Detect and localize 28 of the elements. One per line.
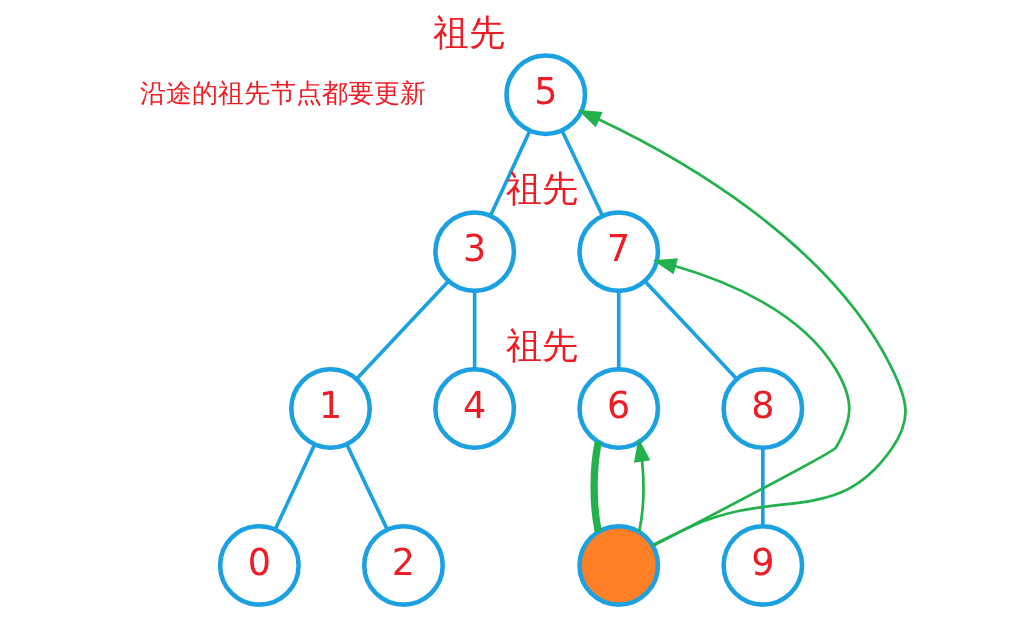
label: 沿途的祖先节点都要更新 — [140, 77, 427, 108]
node-circle: 1 — [289, 367, 372, 450]
arrow — [577, 109, 907, 547]
node-label: 祖先 — [506, 324, 579, 368]
connector — [488, 130, 532, 217]
node-label: 祖先 — [506, 167, 579, 211]
connector — [472, 291, 477, 370]
connector — [616, 291, 621, 370]
node-circle: 9 — [721, 523, 805, 607]
node-circle: 2 — [362, 523, 445, 607]
connector — [345, 443, 389, 530]
arrow — [652, 258, 851, 547]
connector — [273, 444, 317, 531]
node-circle: 6 — [577, 367, 661, 450]
node-circle: 7 — [577, 210, 661, 294]
node-circle: 8 — [721, 367, 805, 450]
node-circle: 3 — [433, 210, 517, 294]
node-circle: 0 — [217, 523, 301, 607]
node-label: 祖先 — [433, 10, 506, 54]
connector — [355, 280, 450, 380]
node-circle: 4 — [433, 367, 517, 450]
connector — [761, 448, 765, 527]
node-circle: 5 — [504, 53, 588, 137]
connector — [560, 129, 604, 217]
connector — [590, 441, 602, 533]
connector — [643, 280, 738, 380]
node-circle — [577, 523, 661, 607]
arrow — [633, 437, 651, 533]
